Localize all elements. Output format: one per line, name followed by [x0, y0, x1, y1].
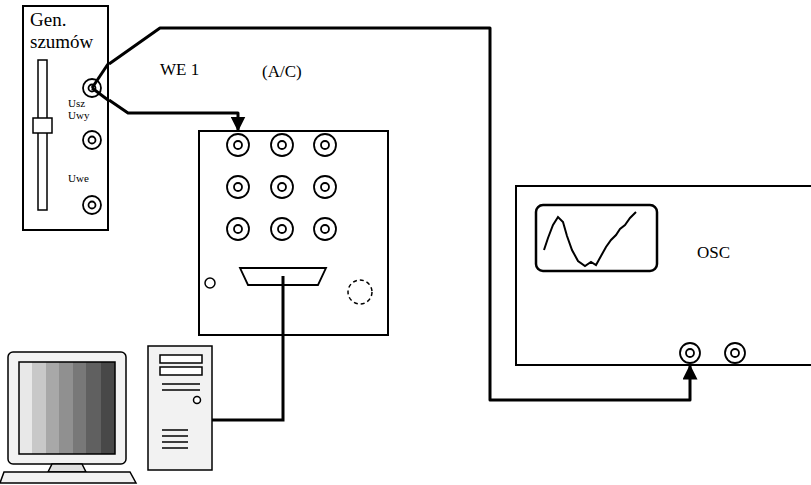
- jack: [271, 218, 293, 240]
- cable: [109, 28, 690, 400]
- vent: [162, 389, 200, 391]
- computer: [0, 346, 212, 483]
- osc-jacks: [680, 343, 745, 363]
- generator-panel: Gen. szumów: [22, 5, 109, 231]
- drive-bay: [160, 367, 202, 375]
- slider-knob: [33, 118, 52, 133]
- jack-pin: [321, 141, 329, 149]
- cable-stub: [92, 64, 108, 88]
- slider-track: [38, 60, 47, 210]
- jack: [314, 134, 336, 156]
- led: [205, 278, 215, 288]
- jack: [314, 176, 336, 198]
- device-name: OSC: [697, 243, 757, 263]
- jack-pin: [731, 349, 739, 357]
- jack-pin: [89, 137, 96, 144]
- oscilloscope-box: OSC: [515, 185, 811, 366]
- power-button: [194, 397, 201, 404]
- jack-pin: [321, 225, 329, 233]
- cable: [109, 100, 238, 130]
- jack: [725, 343, 745, 363]
- jack: [271, 176, 293, 198]
- jack-pin: [278, 183, 286, 191]
- waveform: [544, 212, 636, 266]
- vent: [162, 447, 188, 449]
- drive-bay: [160, 355, 202, 363]
- dashed-circle: [348, 280, 372, 304]
- input-label: WE 1: [160, 60, 199, 80]
- device-name: (A/C): [262, 62, 342, 82]
- tower: [148, 346, 212, 470]
- converter-jacks: [227, 134, 336, 240]
- device-name: Gen. szumów: [30, 9, 106, 53]
- converter-box: (A/C): [198, 130, 389, 336]
- cable-stub: [92, 88, 108, 100]
- monitor: [8, 352, 126, 464]
- jack-pin: [234, 183, 242, 191]
- jack: [227, 176, 249, 198]
- jack: [314, 218, 336, 240]
- vent: [162, 383, 200, 385]
- jack-pin: [321, 183, 329, 191]
- keyboard: [0, 472, 136, 483]
- jack-pin: [234, 225, 242, 233]
- generator-jacks: [83, 79, 101, 214]
- monitor-stand: [48, 464, 86, 472]
- terminal-label: Usz: [68, 97, 85, 109]
- jack-pin: [278, 141, 286, 149]
- terminal-label: Uwe: [68, 172, 89, 184]
- jack-pin: [278, 225, 286, 233]
- jack: [271, 134, 293, 156]
- jack: [83, 131, 101, 149]
- terminal-label: Uwy: [68, 109, 89, 121]
- vent: [162, 435, 188, 437]
- vent: [162, 429, 188, 431]
- osc-screen: [536, 205, 657, 271]
- jack: [227, 218, 249, 240]
- vent: [162, 441, 188, 443]
- data-cable: [212, 276, 283, 420]
- jack: [680, 343, 700, 363]
- jack: [83, 196, 101, 214]
- jack: [227, 134, 249, 156]
- monitor-screen: [19, 362, 115, 454]
- jack-pin: [686, 349, 694, 357]
- jack-pin: [89, 202, 96, 209]
- jack-pin: [234, 141, 242, 149]
